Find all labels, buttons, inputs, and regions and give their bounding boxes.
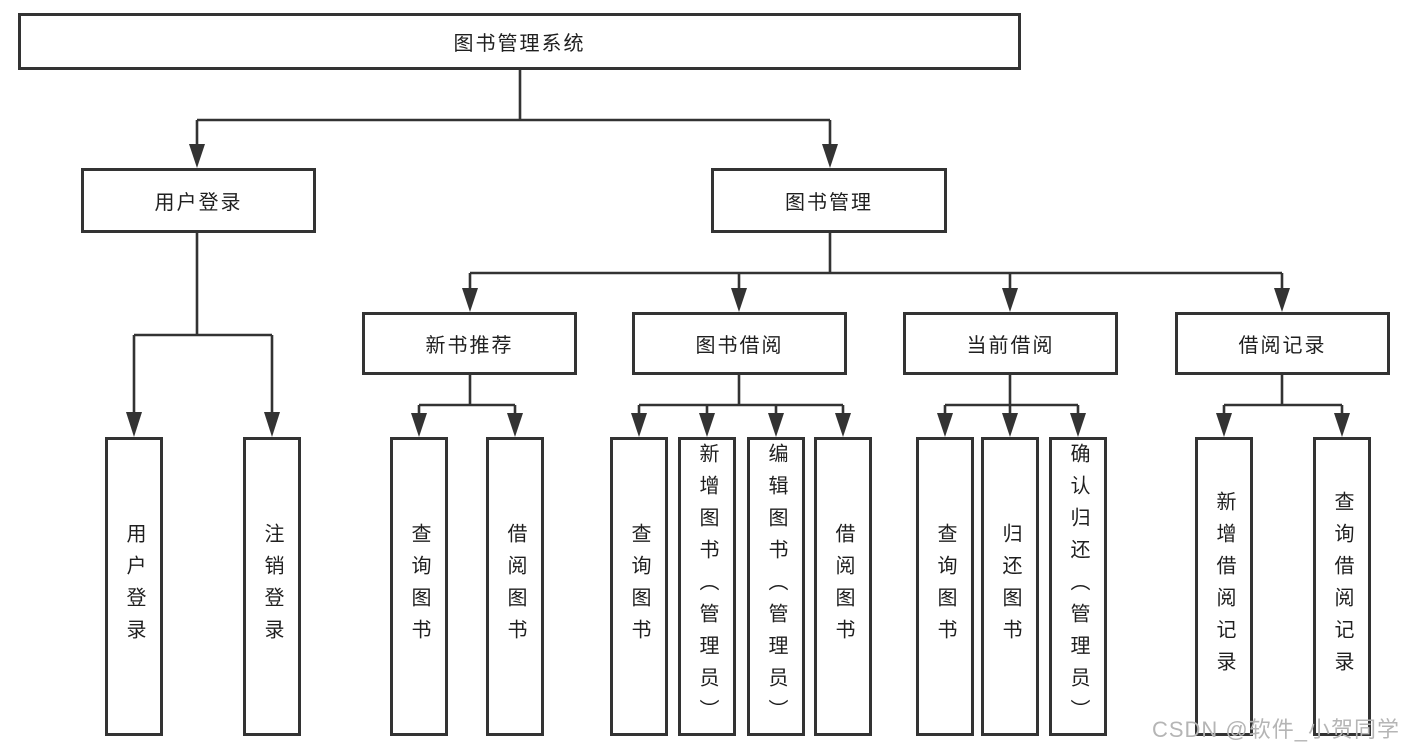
node-label: 新增图书（管理员） — [696, 442, 718, 731]
node-category-borrow-records: 借阅记录 — [1175, 312, 1390, 375]
node-label: 当前借阅 — [966, 335, 1055, 357]
leaf-edit-books-admin: 编辑图书（管理员） — [747, 437, 805, 736]
node-label: 查询图书 — [408, 522, 430, 651]
node-label: 借阅图书 — [504, 522, 526, 651]
leaf-add-borrow-record: 新增借阅记录 — [1195, 437, 1253, 736]
node-label: 归还图书 — [999, 522, 1021, 651]
leaf-confirm-return-admin: 确认归还（管理员） — [1049, 437, 1107, 736]
node-label: 用户登录 — [123, 522, 145, 651]
node-label: 图书管理系统 — [453, 33, 586, 55]
node-user-login: 用户登录 — [81, 168, 316, 233]
node-label: 借阅记录 — [1238, 335, 1327, 357]
leaf-return-books: 归还图书 — [981, 437, 1039, 736]
leaf-borrow-books-recommend: 借阅图书 — [486, 437, 544, 736]
leaf-query-books-current: 查询图书 — [916, 437, 974, 736]
node-root-system: 图书管理系统 — [18, 13, 1021, 70]
leaf-query-books-borrow: 查询图书 — [610, 437, 668, 736]
leaf-query-borrow-record: 查询借阅记录 — [1313, 437, 1371, 736]
node-label: 用户登录 — [154, 192, 243, 214]
node-label: 确认归还（管理员） — [1067, 442, 1089, 731]
node-category-current-borrow: 当前借阅 — [903, 312, 1118, 375]
arrowhead-icons — [126, 144, 1350, 437]
node-label: 新增借阅记录 — [1213, 490, 1235, 683]
node-category-book-borrow: 图书借阅 — [632, 312, 847, 375]
node-label: 借阅图书 — [832, 522, 854, 651]
node-label: 注销登录 — [261, 522, 283, 651]
node-label: 查询借阅记录 — [1331, 490, 1353, 683]
leaf-logout: 注销登录 — [243, 437, 301, 736]
node-label: 查询图书 — [628, 522, 650, 651]
leaf-add-books-admin: 新增图书（管理员） — [678, 437, 736, 736]
node-label: 编辑图书（管理员） — [765, 442, 787, 731]
leaf-query-books-recommend: 查询图书 — [390, 437, 448, 736]
leaf-borrow-books: 借阅图书 — [814, 437, 872, 736]
node-label: 新书推荐 — [425, 335, 514, 357]
node-book-management: 图书管理 — [711, 168, 947, 233]
node-category-new-book-recommend: 新书推荐 — [362, 312, 577, 375]
csdn-watermark: CSDN @软件_小贺同学 — [1151, 717, 1400, 742]
node-label: 查询图书 — [934, 522, 956, 651]
node-label: 图书借阅 — [695, 335, 784, 357]
node-label: 图书管理 — [785, 192, 873, 214]
leaf-user-login: 用户登录 — [105, 437, 163, 736]
